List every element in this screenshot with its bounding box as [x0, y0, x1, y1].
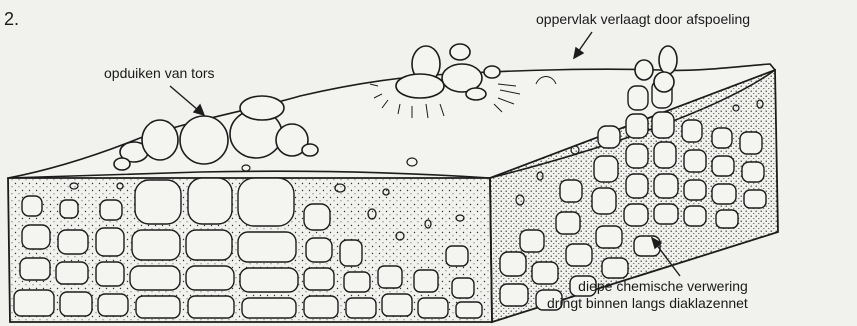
label-deep-weathering-line1: diepe chemische verwering — [547, 278, 748, 295]
figure-number: 2. — [4, 10, 19, 28]
label-deep-weathering: diepe chemische verwering dringt binnen … — [547, 278, 748, 312]
label-emerging-tors: opduiken van tors — [104, 66, 215, 80]
label-surface-lowering: oppervlak verlaagt door afspoeling — [536, 12, 750, 26]
label-deep-weathering-line2: dringt binnen langs diaklazennet — [547, 295, 748, 312]
